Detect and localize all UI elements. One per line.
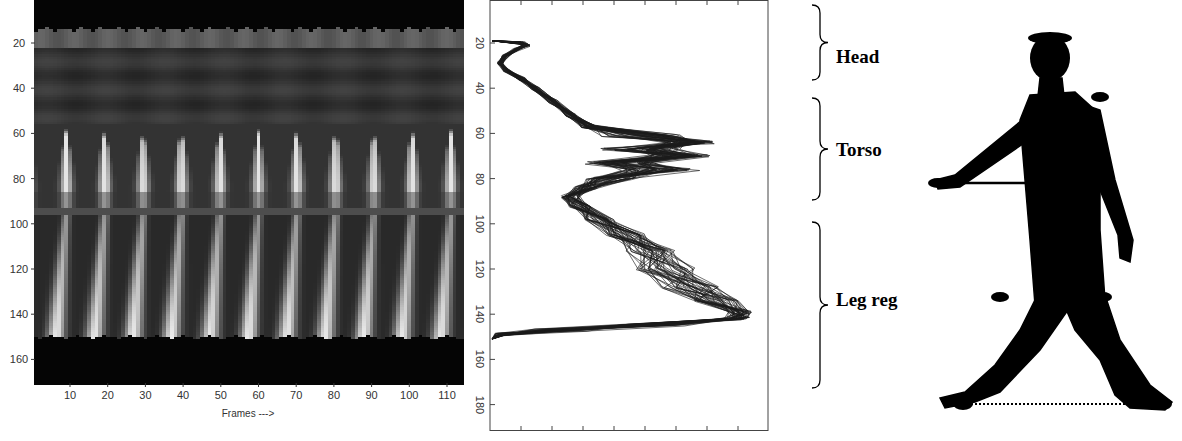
figure-stage: 2040608010012014016010203040506070809010… (0, 0, 1182, 441)
